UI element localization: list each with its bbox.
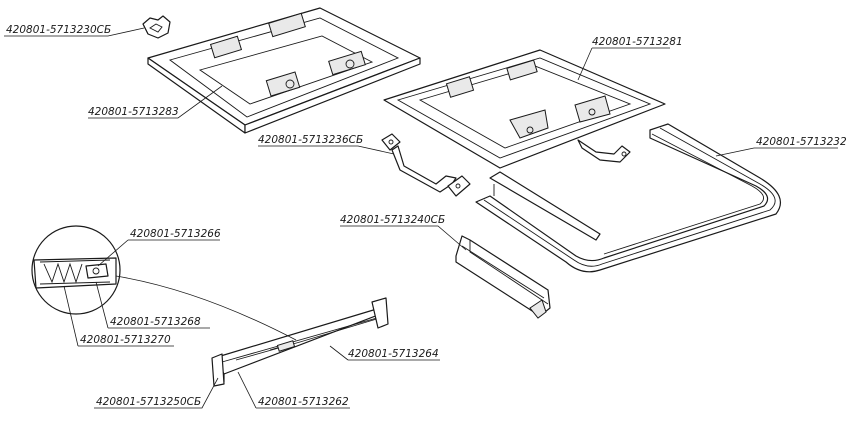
callout-channel-piece: 420801-5713240СБ	[340, 214, 445, 226]
callout-labels: 420801-5713230СБ 420801-5713283 420801-5…	[6, 24, 847, 408]
callout-hinge-link: 420801-5713236СБ	[258, 134, 363, 146]
cover-frame-part	[147, 7, 421, 134]
callout-detail-c: 420801-5713270	[80, 334, 171, 346]
callout-tray-frame: 420801-5713281	[592, 36, 683, 48]
callout-cap: 420801-5713230СБ	[6, 24, 111, 36]
tray-frame-part	[383, 49, 666, 169]
leader-lines	[4, 27, 838, 409]
callout-channel-frame: 420801-5713232	[756, 136, 847, 148]
hinge-link-part	[381, 133, 631, 197]
callout-rail-bar: 420801-5713264	[348, 348, 439, 360]
callout-detail-b: 420801-5713268	[110, 316, 201, 328]
rail-assembly-part	[211, 297, 389, 387]
callout-detail-a: 420801-5713266	[130, 228, 221, 240]
channel-piece-part	[455, 235, 551, 319]
channel-frame-part	[475, 123, 781, 273]
callout-cover-frame: 420801-5713283	[88, 106, 179, 118]
cap-part	[142, 15, 171, 39]
callout-rail-profile: 420801-5713262	[258, 396, 349, 408]
callout-rail-assembly: 420801-5713250СБ	[96, 396, 201, 408]
detail-view-circle	[31, 225, 297, 341]
